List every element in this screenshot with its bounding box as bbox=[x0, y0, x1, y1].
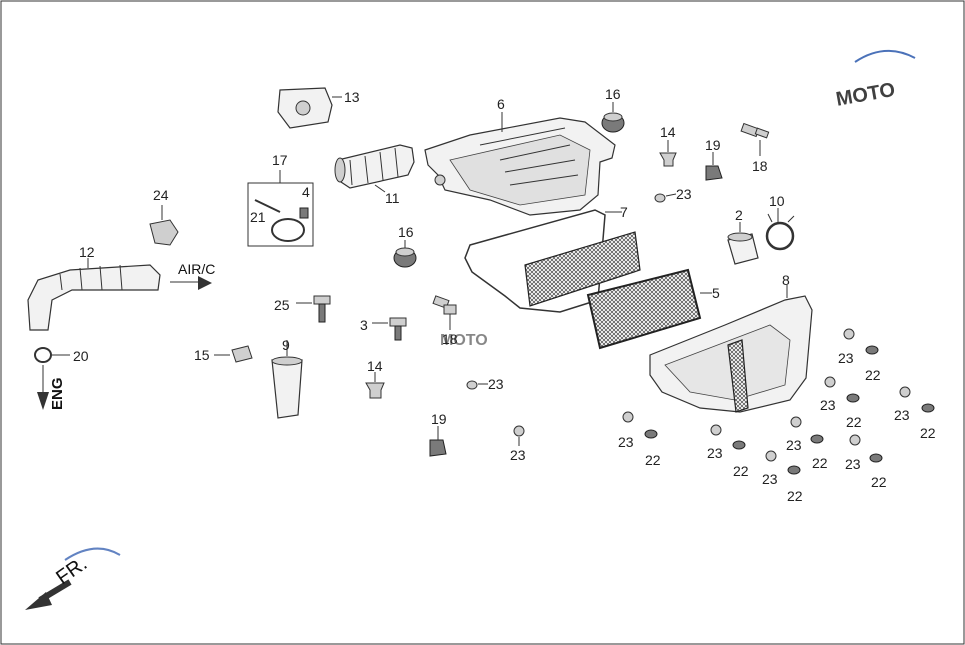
callout-21: 21 bbox=[250, 209, 266, 225]
air-cleaner-annotation: AIR/C bbox=[178, 261, 215, 277]
part-23-washer-middle bbox=[466, 380, 488, 390]
callout-23: 23 bbox=[618, 434, 634, 450]
callout-23: 23 bbox=[707, 445, 723, 461]
callout-11: 11 bbox=[385, 190, 400, 206]
part-10-clamp bbox=[765, 208, 795, 251]
part-16-grommet-lower bbox=[393, 240, 417, 268]
callout-22: 22 bbox=[846, 414, 862, 430]
part-12-breather-hose bbox=[27, 258, 212, 331]
callout-23: 23 bbox=[838, 350, 854, 366]
callout-22: 22 bbox=[812, 455, 828, 471]
part-14-clip-lower bbox=[365, 372, 385, 399]
callout-22: 22 bbox=[865, 367, 881, 383]
callout-23-upper: 23 bbox=[676, 186, 692, 202]
callout-17: 17 bbox=[272, 152, 288, 168]
callout-8: 8 bbox=[782, 272, 790, 288]
callout-23: 23 bbox=[894, 407, 910, 423]
callout-6: 6 bbox=[497, 96, 505, 112]
part-23-washer-upper bbox=[654, 193, 677, 203]
watermark-logo-top: MOTO bbox=[834, 49, 916, 111]
part-19-nut-upper bbox=[705, 152, 723, 181]
watermark-logo-bottom bbox=[64, 547, 121, 561]
part-15-clip bbox=[214, 345, 253, 363]
part-3-bolt bbox=[372, 317, 407, 341]
callout-19-lower: 19 bbox=[431, 411, 447, 427]
part-23-washer-lower bbox=[513, 425, 525, 446]
callout-22: 22 bbox=[733, 463, 749, 479]
part-20-o-ring bbox=[34, 347, 70, 410]
part-11-intake-duct bbox=[334, 144, 415, 193]
front-direction-arrow bbox=[25, 579, 72, 610]
callout-12: 12 bbox=[79, 244, 95, 260]
callout-2: 2 bbox=[735, 207, 743, 223]
part-2-drain-cap bbox=[727, 222, 759, 265]
callout-7: 7 bbox=[620, 204, 628, 220]
callout-10: 10 bbox=[769, 193, 785, 209]
callout-18-lower: 18 bbox=[442, 331, 458, 347]
part-24-holder-clip bbox=[149, 205, 179, 246]
callout-4: 4 bbox=[302, 184, 310, 200]
callout-9: 9 bbox=[282, 337, 290, 353]
part-9-drain-tube bbox=[271, 340, 303, 419]
callout-14-lower: 14 bbox=[367, 358, 383, 374]
callout-22: 22 bbox=[645, 452, 661, 468]
callout-20: 20 bbox=[73, 348, 89, 364]
part-19-nut-lower bbox=[429, 426, 447, 457]
callout-22: 22 bbox=[787, 488, 803, 504]
callout-23: 23 bbox=[786, 437, 802, 453]
watermark-logo-mid: MOTO bbox=[440, 332, 488, 349]
part-14-clip-upper bbox=[659, 140, 677, 167]
callout-25: 25 bbox=[274, 297, 290, 313]
callout-23-lower: 23 bbox=[510, 447, 526, 463]
callout-23: 23 bbox=[820, 397, 836, 413]
front-annotation: FR. bbox=[52, 553, 91, 590]
callout-14-upper: 14 bbox=[660, 124, 676, 140]
callout-22: 22 bbox=[871, 474, 887, 490]
callout-16-upper: 16 bbox=[605, 86, 621, 102]
part-7-gasket bbox=[464, 209, 622, 313]
engine-annotation: ENG bbox=[49, 377, 66, 410]
callout-23: 23 bbox=[845, 456, 861, 472]
part-18-bolt-lower bbox=[432, 295, 457, 330]
callout-23: 23 bbox=[762, 471, 778, 487]
part-18-bolt-upper bbox=[740, 122, 770, 156]
callout-13: 13 bbox=[344, 89, 360, 105]
svg-text:MOTO: MOTO bbox=[440, 332, 488, 349]
callout-15: 15 bbox=[194, 347, 210, 363]
callout-22: 22 bbox=[920, 425, 936, 441]
part-16-grommet-upper bbox=[601, 102, 625, 133]
svg-text:MOTO: MOTO bbox=[834, 79, 897, 111]
callout-5: 5 bbox=[712, 285, 720, 301]
callout-18-upper: 18 bbox=[752, 158, 768, 174]
callout-24: 24 bbox=[153, 187, 169, 203]
part-6-air-cleaner-upper-case bbox=[424, 112, 616, 216]
part-13-duct-cover bbox=[277, 87, 342, 129]
part-filter-element-left bbox=[524, 231, 641, 307]
part-17-clamp-kit bbox=[247, 170, 314, 247]
callout-19-upper: 19 bbox=[705, 137, 721, 153]
part-5-air-filter bbox=[586, 268, 712, 350]
callout-23-middle: 23 bbox=[488, 376, 504, 392]
callout-16-lower: 16 bbox=[398, 224, 414, 240]
part-8-air-cleaner-lower-case bbox=[649, 285, 813, 413]
callout-3: 3 bbox=[360, 317, 368, 333]
fastener-group bbox=[622, 328, 935, 475]
part-25-bolt bbox=[296, 295, 331, 323]
